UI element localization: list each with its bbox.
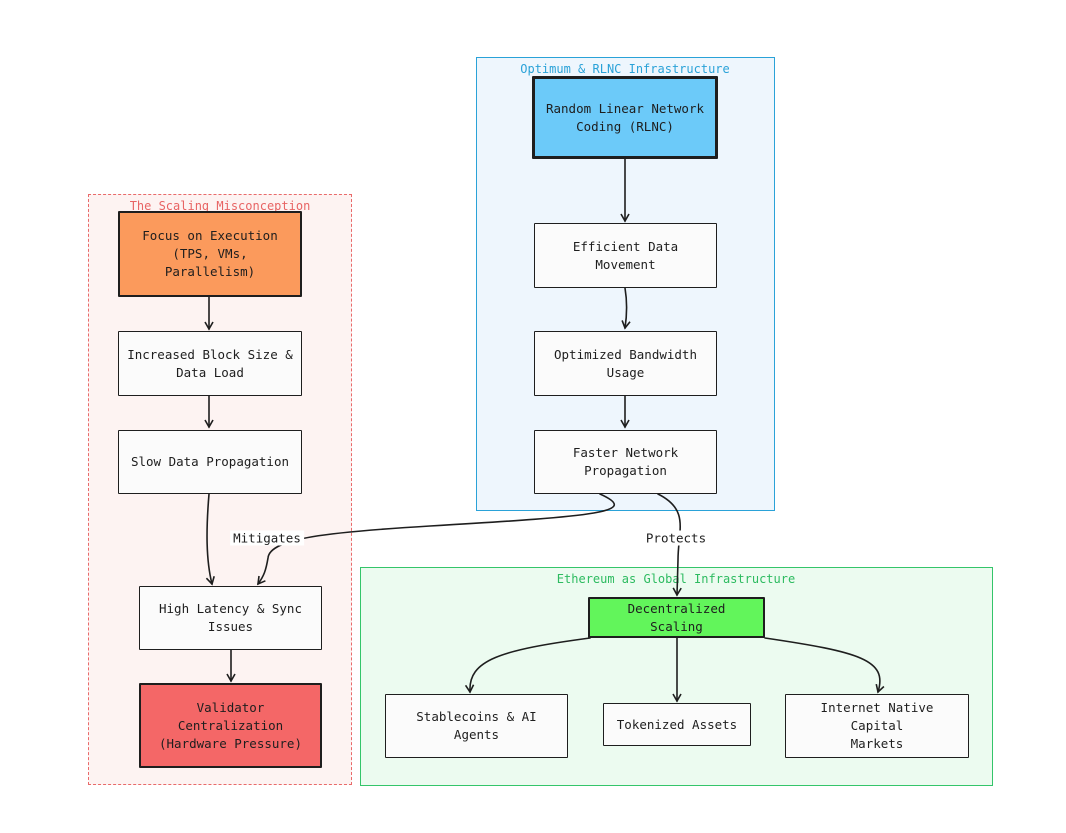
node-faster-propagation: Faster Network Propagation — [534, 430, 717, 494]
group-title-misconception: The Scaling Misconception — [129, 199, 311, 213]
group-title-optimum: Optimum & RLNC Infrastructure — [520, 62, 730, 76]
node-high-latency: High Latency & Sync Issues — [139, 586, 322, 650]
node-optimized-bandwidth: Optimized Bandwidth Usage — [534, 331, 717, 396]
edge-label-mitigates: Mitigates — [230, 530, 304, 546]
node-slow-propagation: Slow Data Propagation — [118, 430, 302, 494]
edge-mitigates — [257, 493, 616, 586]
edge-slow-to-latency — [205, 493, 215, 586]
node-rlnc: Random Linear Network Coding (RLNC) — [532, 76, 718, 159]
edge-protects — [657, 493, 682, 597]
node-tokenized-assets: Tokenized Assets — [603, 703, 751, 746]
node-capital-markets: Internet Native Capital Markets — [785, 694, 969, 758]
node-decentralized-scaling: Decentralized Scaling — [588, 597, 765, 638]
node-block-size: Increased Block Size & Data Load — [118, 331, 302, 396]
group-title-ethereum: Ethereum as Global Infrastructure — [556, 572, 796, 586]
node-stablecoins-ai: Stablecoins & AI Agents — [385, 694, 568, 758]
node-validator-centralization: Validator Centralization (Hardware Press… — [139, 683, 322, 768]
edge-label-protects: Protects — [642, 530, 710, 546]
node-efficient-data: Efficient Data Movement — [534, 223, 717, 288]
node-focus-execution: Focus on Execution (TPS, VMs, Parallelis… — [118, 211, 302, 297]
edge-decentralized-to-capital — [764, 637, 885, 694]
edge-decentralized-to-stablecoins — [464, 637, 591, 694]
edge-efficient-to-bandwidth — [621, 287, 631, 330]
